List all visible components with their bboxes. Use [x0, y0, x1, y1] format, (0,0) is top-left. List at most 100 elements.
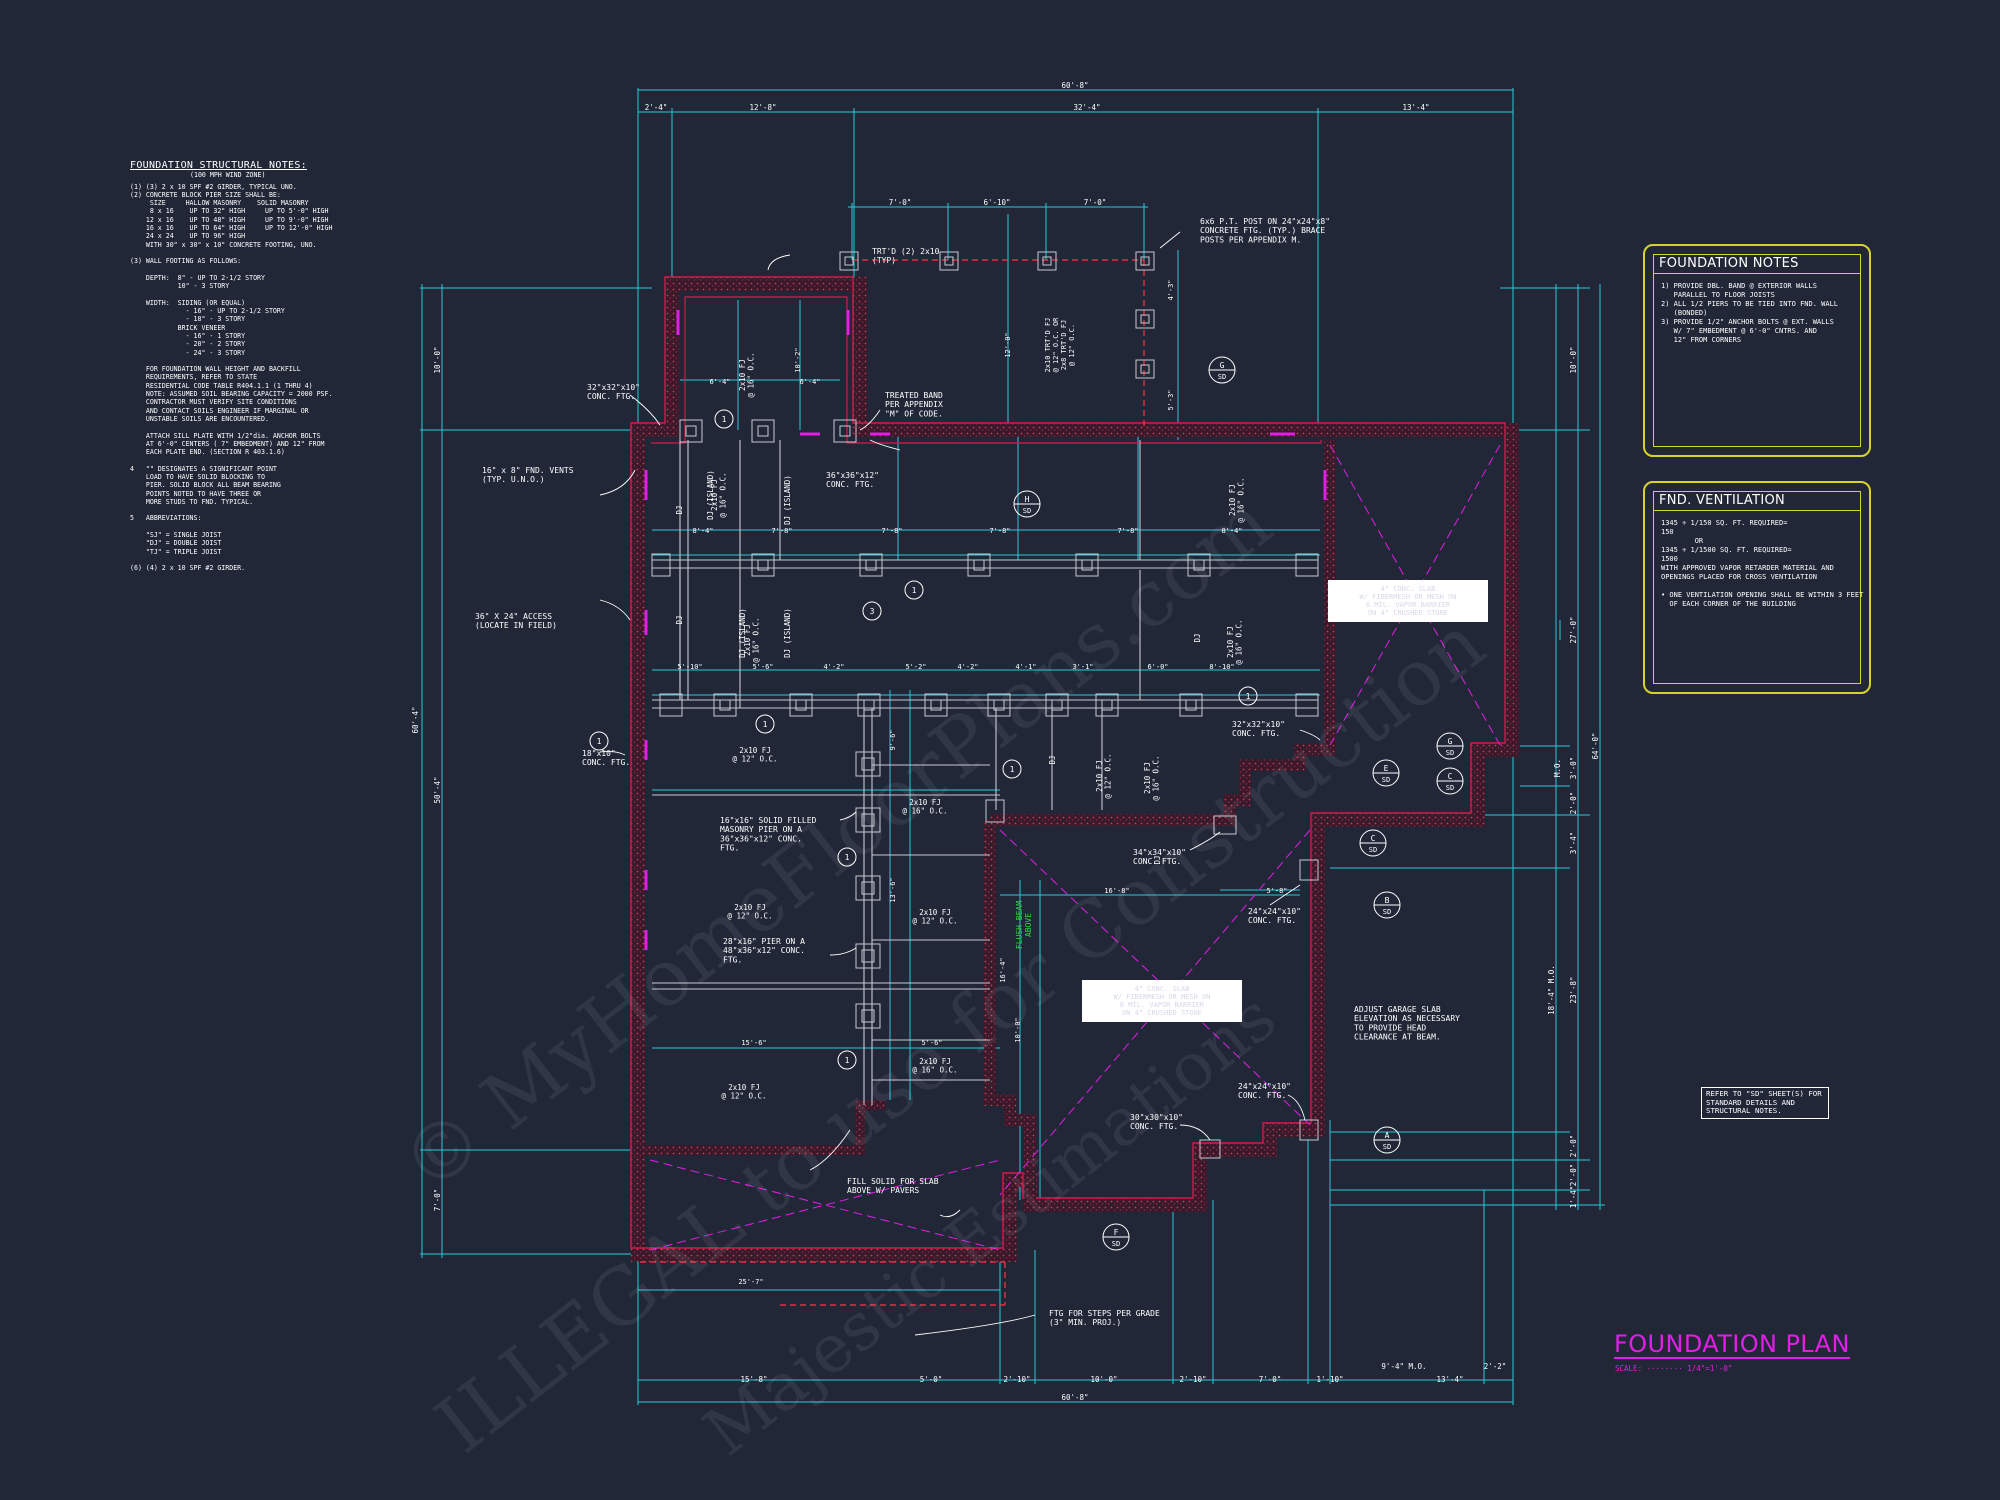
plan-labels: TRT'D (2) 2x10(TYP)6x6 P.T. POST ON 24"x…	[475, 217, 1460, 1327]
structural-note-line	[130, 556, 380, 564]
dim-interior: 12'-0"	[1004, 332, 1012, 357]
structural-note-line: NOTE: ASSUMED SOIL BEARING CAPACITY = 20…	[130, 390, 333, 399]
joist-label: 2x10 FJ@ 16" O.C.	[1226, 619, 1244, 664]
dim-right-overall: 64'-0"	[1591, 732, 1600, 759]
callout-text: 6x6 P.T. POST ON 24"x24"x8"CONCRETE FTG.…	[1200, 217, 1330, 244]
dim-interior: 6'-4"	[799, 378, 820, 386]
structural-note-line: WIDTH: SIDING (OR EQUAL)	[130, 298, 246, 307]
ventilation-note-line: 1345 ÷ 1/1500 SQ. FT. REQUIRED=	[1661, 546, 1792, 554]
dim-right-mo: M.O.	[1553, 759, 1562, 777]
section-marker-letter: G	[1220, 361, 1225, 370]
dim-right-segment: 1'-4"	[1569, 1186, 1578, 1209]
structural-notes: FOUNDATION STRUCTURAL NOTES: (100 MPH WI…	[130, 160, 380, 573]
section-marker-sheet: SD	[1023, 507, 1031, 515]
structural-note-line: - 20" - 2 STORY	[130, 340, 246, 349]
structural-note-line: 4 "" DESIGNATES A SIGNIFICANT POINT	[130, 464, 277, 473]
dim-right-segment: 23'-8"	[1569, 976, 1578, 1003]
dim-interior: 5'-2"	[905, 663, 926, 671]
structural-note-line: 24 x 24 UP TO 96" HIGH	[130, 232, 246, 241]
beam-label: DJ (ISLAND)	[738, 608, 747, 658]
dim-interior: 16'-4"	[999, 957, 1007, 982]
section-marker-sheet: SD	[1112, 1240, 1120, 1248]
dimension-lines	[420, 88, 1605, 1405]
joist-label: 2x10 FJ@ 16" O.C.	[902, 798, 947, 816]
dim-interior: 10'-0"	[1014, 1017, 1022, 1042]
section-marker-sheet: SD	[1446, 784, 1454, 792]
joist-label: 2x10 FJ@ 12" O.C.	[912, 908, 957, 926]
dimension-labels: 60'-8"2'-4"12'-8"32'-4"13'-4"7'-0"6'-10"…	[411, 81, 1600, 1402]
joist-label: 2x10 FJ@ 12" O.C.	[721, 1083, 766, 1101]
dim-top-segment: 2'-4"	[645, 103, 668, 112]
section-marker-sheet: SD	[1382, 776, 1390, 784]
dim-interior: 15'-6"	[741, 1039, 766, 1047]
joist-label: 2x10 FJ@ 12" O.C.	[732, 746, 777, 764]
structural-note-line: UNSTABLE SOILS ARE ENCOUNTERED.	[130, 414, 269, 423]
dim-left-segment: 7'-0"	[433, 1189, 442, 1212]
section-marker-letter: A	[1385, 1131, 1390, 1140]
foundation-note-line: 2) ALL 1/2 PIERS TO BE TIED INTO FND. WA…	[1661, 300, 1839, 308]
dim-interior: 6'-0"	[1147, 663, 1168, 671]
porch-outline	[640, 259, 1145, 1306]
porch-joist-label: 2x10 TRT'D FJ@ 12" O.C. OR2x8 TRT'D FJ@ …	[1044, 317, 1076, 373]
dim-left-overall: 60'-4"	[411, 706, 420, 733]
callout-text: 16" x 8" FND. VENTS(TYP. U.N.O.)	[482, 466, 574, 484]
dim-right-segment: 2'-0"	[1569, 1135, 1578, 1158]
foundation-note-line: W/ 7" EMBEDMENT @ 6'-0" CNTRS. AND	[1661, 327, 1817, 335]
ventilation-note-line	[1661, 582, 1855, 591]
structural-note-line: (3) WALL FOOTING AS FOLLOWS:	[130, 257, 242, 266]
foundation-vents	[644, 310, 1327, 950]
section-marker-sheet: SD	[1383, 908, 1391, 916]
section-marker-letter: F	[1114, 1228, 1119, 1237]
dim-interior: 5'-3"	[1167, 389, 1175, 410]
structural-note-line	[130, 523, 380, 531]
dim-interior: 13'-6"	[889, 877, 897, 902]
structural-note-line: "TJ" = TRIPLE JOIST	[130, 547, 222, 556]
foundation-notes-lines: 1) PROVIDE DBL. BAND @ EXTERIOR WALLS PA…	[1661, 282, 1855, 345]
joist-label: 2x10 FJ@ 16" O.C.	[743, 617, 761, 662]
dim-interior: 25'-7"	[738, 1278, 763, 1286]
structural-note-line: EACH PLATE END. (SECTION R 403.1.6)	[130, 448, 285, 457]
ventilation-note-line: OPENINGS PLACED FOR CROSS VENTILATION	[1661, 573, 1817, 581]
section-marker-sheet: SD	[1369, 846, 1377, 854]
structural-note-line: - 16" - 1 STORY	[130, 331, 246, 340]
dim-right-mo: 18'-4" M.O.	[1547, 965, 1556, 1015]
dim-interior: 5'-6"	[921, 1039, 942, 1047]
foundation-note-line: 3) PROVIDE 1/2" ANCHOR BOLTS @ EXT. WALL…	[1661, 318, 1834, 326]
dim-bottom-segment: 2'-10"	[1003, 1375, 1030, 1384]
section-marker-letter: C	[1448, 772, 1453, 781]
dim-bottom-mo: 9'-4" M.O.	[1381, 1362, 1426, 1371]
structural-note-line: 16 x 16 UP TO 64" HIGH UP TO 12'-0" HIGH	[130, 224, 333, 233]
structural-note-line: 8 x 16 UP TO 32" HIGH UP TO 5'-0" HIGH	[130, 207, 329, 216]
section-marker-letter: C	[1371, 834, 1376, 843]
callout-text: 36" X 24" ACCESS(LOCATE IN FIELD)	[475, 612, 557, 630]
dim-interior: 3'-1"	[1072, 663, 1093, 671]
dim-bottom-right: 2'-2"	[1484, 1362, 1507, 1371]
callout-text: 32"x32"x10"CONC. FTG.	[587, 383, 640, 401]
pier-tag-number: 1	[1246, 692, 1251, 701]
dim-interior: 4'-2"	[823, 663, 844, 671]
structural-note-line: (6) (4) 2 x 10 SPF #2 GIRDER.	[130, 564, 246, 573]
dim-bottom-segment: 1'-10"	[1316, 1375, 1343, 1384]
callout-text: 36"x36"x12"CONC. FTG.	[826, 471, 879, 489]
dim-interior: 5'-8"	[1266, 887, 1287, 895]
dim-bottom-overall: 60'-8"	[1061, 1393, 1088, 1402]
structural-note-line	[130, 456, 380, 464]
ventilation-note-line: OR	[1661, 537, 1704, 545]
dim-right-segment: 10'-0"	[1569, 346, 1578, 373]
pier-tag-shapes	[589, 409, 1258, 1070]
dim-left-segment: 10'-0"	[433, 346, 442, 373]
callout-text: 24"x24"x10"CONC. FTG.	[1238, 1082, 1291, 1100]
structural-note-line	[130, 506, 380, 514]
pier-tag-number: 1	[845, 853, 850, 862]
dim-right-segment: 2'-0"	[1569, 1164, 1578, 1187]
dim-right-segment: 3'-4"	[1569, 832, 1578, 855]
dim-interior: 4'-3"	[1167, 279, 1175, 300]
dim-bottom-segment: 5'-0"	[920, 1375, 943, 1384]
pier-tag-number: 1	[722, 415, 727, 424]
dim-right-segment: 3'-0"	[1569, 757, 1578, 780]
